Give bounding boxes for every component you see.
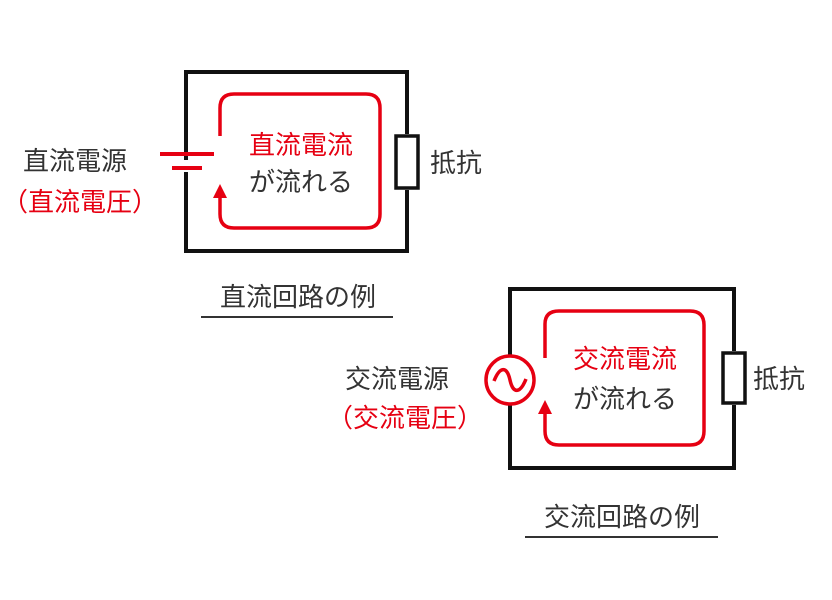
ac-source-sub-label: （交流電圧） [327, 404, 483, 434]
ac-source-icon [484, 354, 536, 406]
ac-circuit: 交流電源 （交流電圧） 交流電流 が流れる 抵抗 交流回路の例 [327, 287, 805, 538]
dc-battery-icon [160, 152, 214, 170]
dc-resistor-icon [394, 134, 420, 190]
dc-circuit: 直流電源 （直流電圧） 直流電流 が流れる 抵抗 直流回路の例 [2, 70, 482, 318]
ac-current-line2: が流れる [573, 385, 677, 415]
ac-caption: 交流回路の例 [544, 503, 700, 533]
dc-current-loop [218, 92, 382, 230]
ac-wire-loop [508, 287, 736, 470]
ac-current-loop [543, 309, 706, 447]
dc-caption: 直流回路の例 [220, 283, 376, 313]
ac-current-arrow-icon [538, 400, 552, 414]
ac-resistor-label: 抵抗 [753, 365, 805, 395]
dc-current-arrow-icon [213, 184, 227, 198]
ac-current-line1: 交流電流 [573, 345, 677, 375]
dc-current-line2: が流れる [249, 168, 353, 198]
sine-wave-icon [492, 367, 528, 393]
ac-resistor-icon [721, 351, 747, 405]
ac-source-label: 交流電源 [345, 365, 449, 395]
dc-source-sub-label: （直流電圧） [2, 188, 158, 218]
dc-wire-loop [184, 70, 409, 253]
dc-resistor-label: 抵抗 [430, 149, 482, 179]
dc-source-label: 直流電源 [23, 147, 127, 177]
dc-current-line1: 直流電流 [249, 131, 353, 161]
